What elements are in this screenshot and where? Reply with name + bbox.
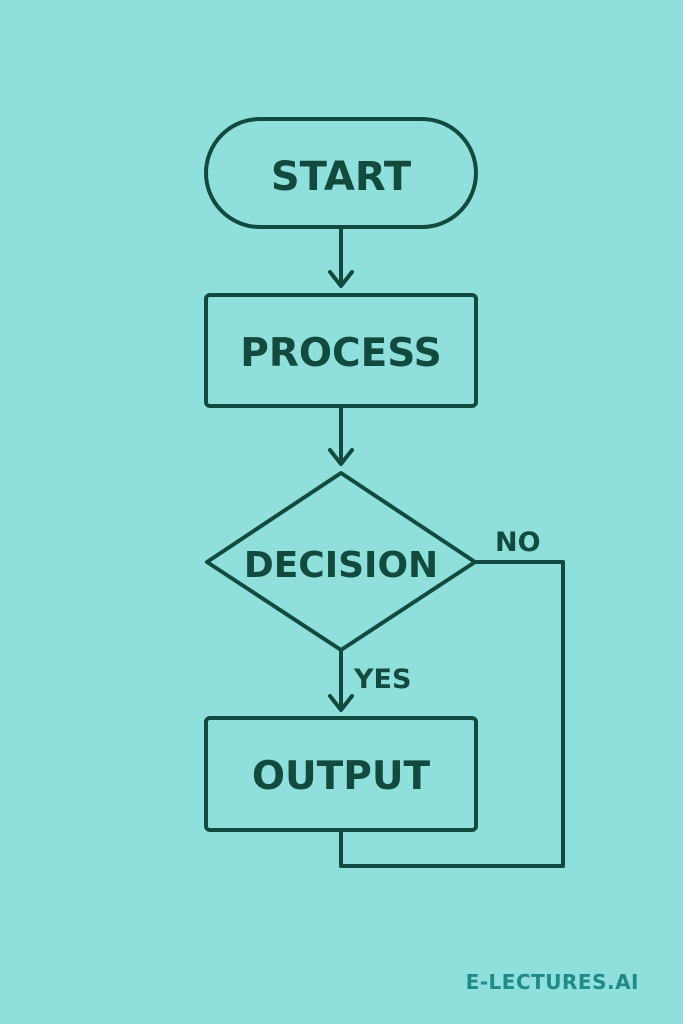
process-label: PROCESS	[240, 331, 441, 376]
decision-label: DECISION	[244, 545, 438, 586]
no-branch-connector	[339, 560, 565, 868]
arrowhead-process-decision	[328, 448, 354, 466]
output-label: OUTPUT	[252, 754, 431, 799]
brand-watermark: E-LECTURES.AI	[465, 970, 639, 994]
yes-branch-label: YES	[353, 664, 411, 695]
start-label: START	[271, 154, 412, 200]
no-branch-label: NO	[495, 527, 541, 558]
output-box	[204, 716, 478, 832]
arrowhead-start-process	[328, 270, 354, 288]
arrowhead-yes-output	[328, 694, 354, 712]
